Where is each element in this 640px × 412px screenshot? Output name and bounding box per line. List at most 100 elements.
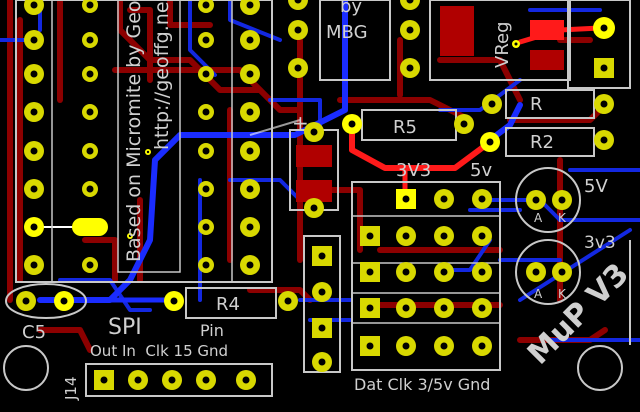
inner-left-pad-3-drill <box>86 70 94 78</box>
dip-notch <box>117 0 181 273</box>
inner-right-pad-5-drill <box>202 147 210 155</box>
inner-right-pad-6-drill <box>202 185 210 193</box>
j14-pin-3-drill <box>168 376 176 384</box>
r5-pad-2-drill <box>460 120 468 128</box>
credit-text: Based on Micromite by Geoff <box>123 0 145 262</box>
url-text: http://geoffg.net <box>151 0 173 150</box>
header-col-pin-2-drill <box>318 288 326 296</box>
dip-pin-left-2-drill <box>30 36 38 44</box>
v3v3-label: 3V3 <box>396 160 431 181</box>
vreg-via-drill <box>514 42 518 46</box>
module-right-pad-0-drill <box>406 0 414 4</box>
dip-pin-right-2-drill <box>246 36 254 44</box>
j14-pin-2-drill <box>134 376 142 384</box>
c5-pad-2-drill <box>60 297 68 305</box>
header-grid-pin-1-1-drill <box>402 232 410 240</box>
dip-pin-right-7-drill <box>246 223 254 231</box>
mbg-label: MBG <box>326 22 368 43</box>
dip-pin-left-3-drill <box>30 70 38 78</box>
led-5v-cathode-drill <box>558 196 566 204</box>
inner-left-pad-4-drill <box>86 108 94 116</box>
selected-oval-pad[interactable] <box>72 218 108 236</box>
j14-outline <box>85 363 273 397</box>
pin-label: Pin <box>200 321 224 340</box>
j14-pin-5-drill <box>242 376 250 384</box>
header-pin-r1-3-drill <box>478 195 486 203</box>
header-grid-pin-1-3-drill <box>478 232 486 240</box>
inner-right-pad-3-drill <box>202 70 210 78</box>
vreg-pad-large <box>440 6 474 56</box>
header-grid-sq-4-drill <box>366 342 374 350</box>
mounting-hole-bl <box>3 345 49 391</box>
j14-pin-4-drill <box>202 376 210 384</box>
inner-left-pad-5-drill <box>86 147 94 155</box>
edge-pad-4-drill <box>600 136 608 144</box>
header-grid-pin-3-3-drill <box>478 304 486 312</box>
led-5v-label: 5V <box>584 176 608 197</box>
highlighted-blue-net[interactable] <box>37 0 348 303</box>
header-grid-pin-1-2-drill <box>440 232 448 240</box>
vreg-pad-1 <box>530 20 564 40</box>
header-grid-pin-4-1-drill <box>402 342 410 350</box>
r4-body <box>185 287 277 319</box>
module-left-pad-0[interactable] <box>288 0 308 10</box>
edge-pad-2-drill <box>600 64 608 72</box>
bottom-header-label: Dat Clk 3/5v Gnd <box>354 375 490 394</box>
header-grid-sq-3-drill <box>366 304 374 312</box>
dip-pin-left-6-drill <box>30 185 38 193</box>
module-left-pad-2-drill <box>294 64 302 72</box>
header-col-sq-1-drill <box>318 252 326 260</box>
cap-pad-bottom <box>296 180 332 202</box>
inner-left-pad-1-drill <box>86 1 94 9</box>
c5-label: C5 <box>22 322 46 343</box>
dip-pin-left-7-drill <box>30 223 38 231</box>
cap-pad-minus-drill <box>310 204 318 212</box>
led-3v3-k: K <box>558 287 567 301</box>
header-grid-pin-4-2-drill <box>440 342 448 350</box>
spi-label: SPI <box>108 315 142 340</box>
header-grid-pin-2-2-drill <box>440 268 448 276</box>
inner-left-pad-2-drill <box>86 36 94 44</box>
header-grid-pin-2-1-drill <box>402 268 410 276</box>
r-label: R <box>530 94 543 115</box>
header-pin-r1-2-drill <box>440 195 448 203</box>
r4-pad-1-drill <box>170 297 178 305</box>
spi-via-drill <box>128 234 132 238</box>
white-connection-2 <box>249 119 301 136</box>
dip-pin-right-8-drill <box>246 261 254 269</box>
inner-left-pad-6-drill <box>86 185 94 193</box>
dip-outline <box>15 0 273 283</box>
highlighted-red-net[interactable] <box>349 121 493 171</box>
module-right-pad-2-drill <box>406 64 414 72</box>
dip-pin-left-1-drill <box>30 1 38 9</box>
r5-pad-1-drill <box>348 120 356 128</box>
r2-label: R2 <box>530 132 554 153</box>
header-grid-pin-2-3-drill <box>478 268 486 276</box>
vreg-pad-2 <box>530 50 564 70</box>
led-3v3-a: A <box>534 287 543 301</box>
vreg-outline <box>429 0 571 81</box>
module-right-pad-0[interactable] <box>400 0 420 10</box>
dip-pin-left-8-drill <box>30 261 38 269</box>
r2-body <box>505 127 595 157</box>
right-edge-strip <box>567 0 631 89</box>
edge-pad-1-drill <box>600 24 608 32</box>
header-grid-pin-4-3-drill <box>478 342 486 350</box>
led-3v3-anode-drill <box>532 268 540 276</box>
r5-label: R5 <box>393 117 417 138</box>
pads <box>16 0 615 390</box>
cap-pad-top <box>296 145 332 167</box>
j14-pin-1-drill <box>100 376 108 384</box>
edge-pad-3-drill <box>600 100 608 108</box>
spi-pins-label: Out In Clk 15 Gnd <box>90 342 228 360</box>
plus-label: + <box>292 111 309 135</box>
blue-traces <box>0 0 640 342</box>
module-left-pad-1-drill <box>294 26 302 34</box>
header-3v3-pin-drill <box>402 195 410 203</box>
dip-pin-right-4-drill <box>246 108 254 116</box>
cap-pad-plus-drill <box>310 128 318 136</box>
url-via-drill <box>146 150 150 154</box>
c5-pad-1-drill <box>22 297 30 305</box>
